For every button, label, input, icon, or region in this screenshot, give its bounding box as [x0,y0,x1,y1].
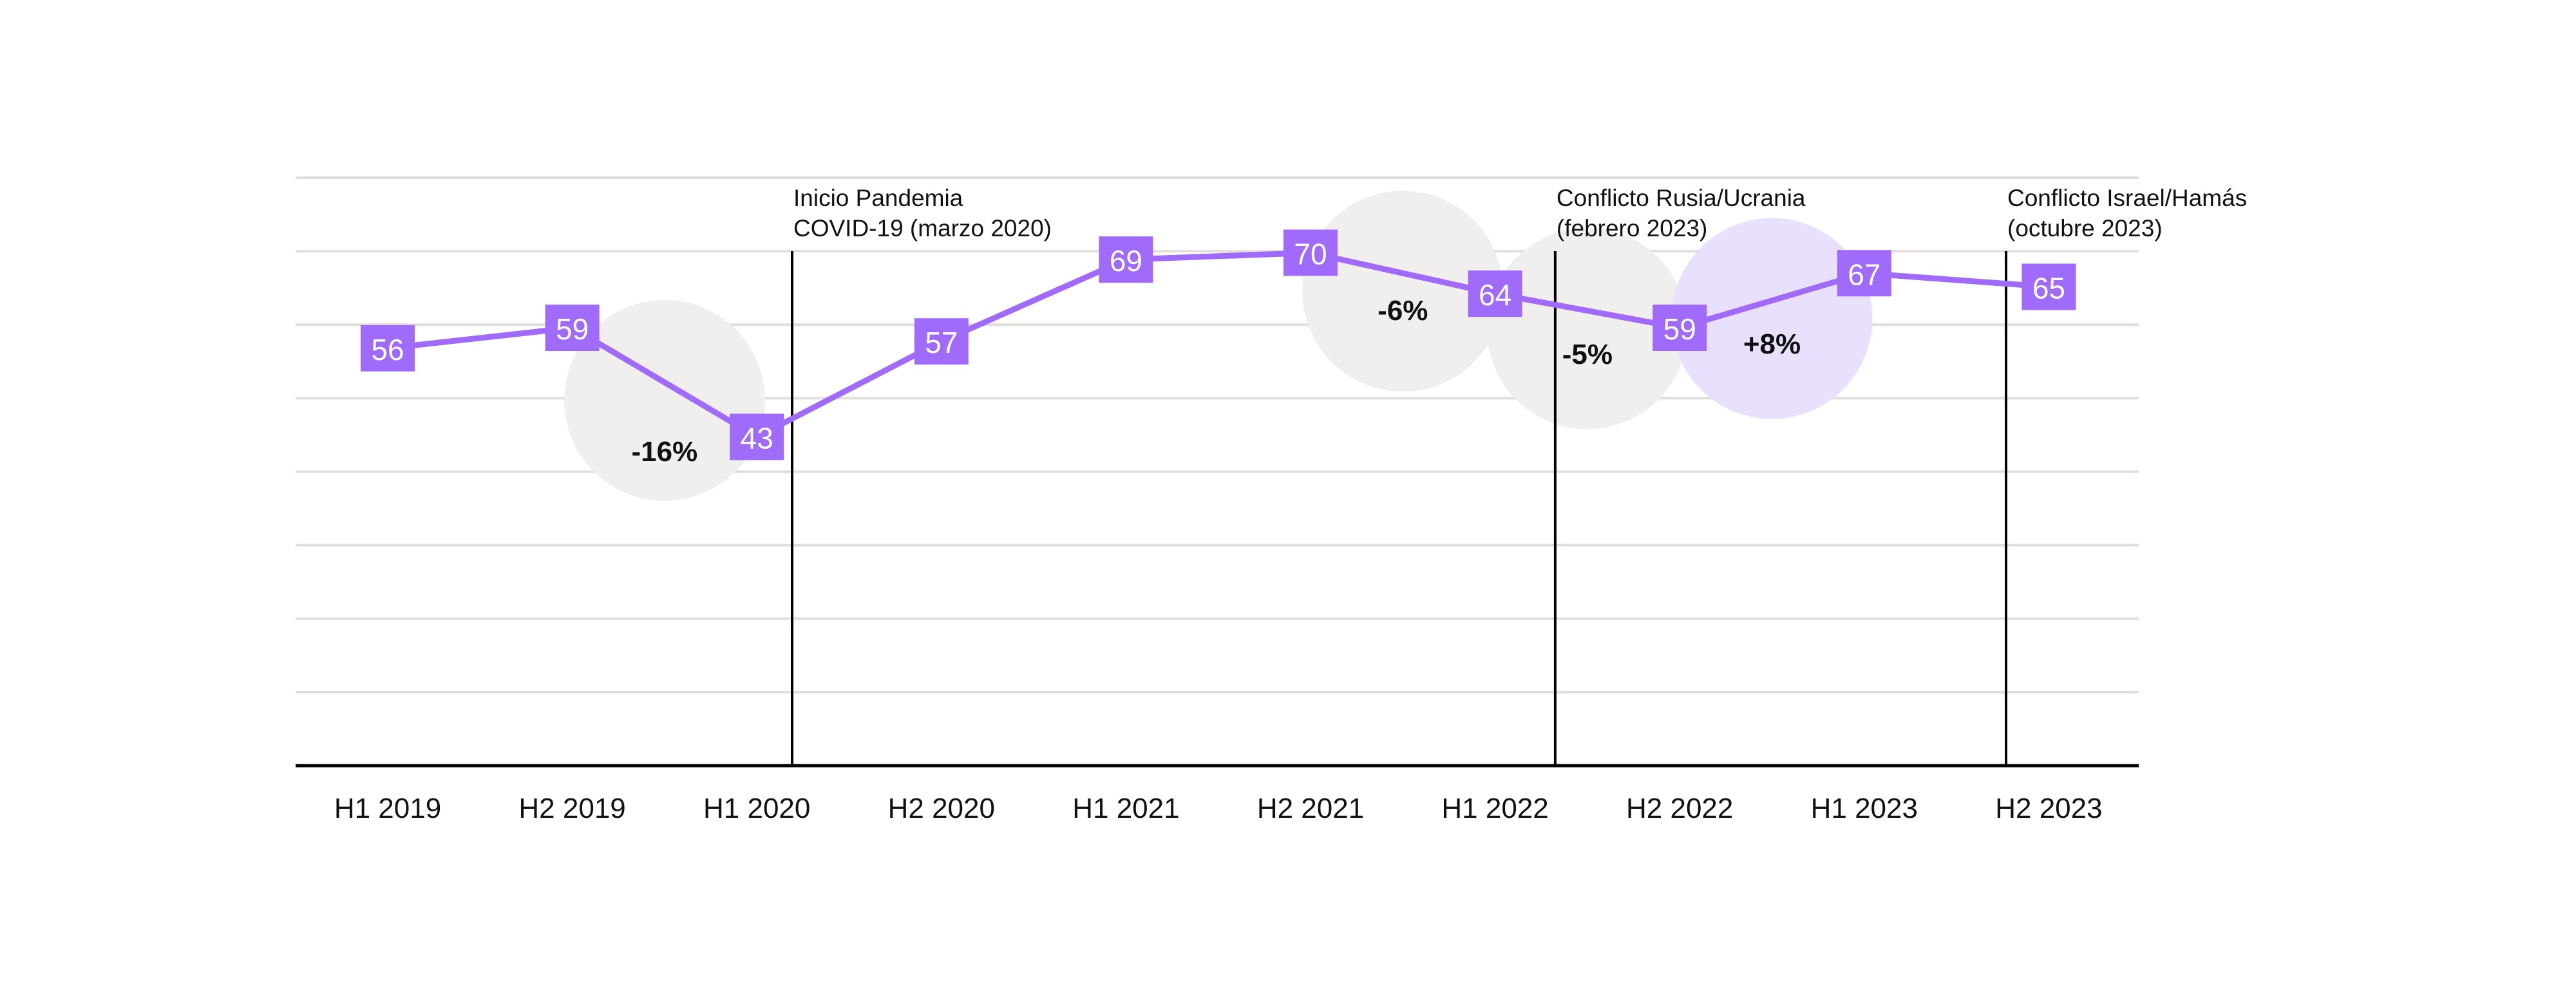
event-label-line2: (febrero 2023) [1557,215,1707,241]
data-label: 69 [1110,244,1142,278]
x-tick-label: H2 2020 [888,793,995,824]
data-point-marker [1099,236,1153,283]
event-label-line1: Conflicto Israel/Hamás [2007,185,2247,211]
x-tick-label: H2 2019 [518,793,625,824]
event-label-line1: Inicio Pandemia [793,185,963,211]
data-point-marker [914,318,969,365]
data-label: 65 [2032,271,2065,305]
data-point-marker [1283,229,1338,276]
change-bubble [1302,191,1504,392]
x-tick-label: H1 2022 [1441,793,1548,824]
data-label: 59 [1663,312,1696,346]
x-tick-label: H1 2021 [1072,793,1179,824]
data-point-marker [1468,270,1522,317]
x-tick-label: H2 2022 [1626,793,1733,824]
change-label: -16% [632,436,698,467]
series-line [387,249,2049,440]
x-tick-label: H2 2023 [1995,793,2102,824]
change-bubble [1486,228,1688,430]
event-label-line2: COVID-19 (marzo 2020) [793,215,1052,241]
data-labels: -16% -6% -5% +8% 56 59 43 57 69 70 64 59 67 65 [361,229,2076,467]
data-point-marker [2022,263,2076,310]
data-label: 56 [371,333,404,366]
x-tick-label: H2 2021 [1257,793,1364,824]
x-axis: H1 2019 H2 2019 H1 2020 H2 2020 H1 2021 H2 20… [296,764,2139,824]
data-label: 64 [1479,278,1511,312]
change-label: -6% [1378,295,1428,326]
data-label: 43 [741,421,773,455]
x-tick-label: H1 2020 [703,793,810,824]
event-label-line1: Conflicto Rusia/Ucrania [1557,185,1806,211]
data-label: 70 [1294,238,1327,271]
data-label: 67 [1848,258,1880,291]
x-tick-label: H1 2019 [334,793,441,824]
data-label: 59 [556,312,589,346]
data-point-marker [361,325,415,372]
data-point-marker [730,413,784,460]
data-point-marker [545,305,600,352]
change-label: -5% [1562,339,1613,370]
data-point-marker [1837,250,1891,297]
series [387,249,2049,440]
change-bubble [1671,218,1873,419]
data-point-marker [1653,305,1707,352]
event-label-line2: (octubre 2023) [2007,215,2163,241]
change-label: +8% [1743,328,1801,360]
x-tick-label: H1 2023 [1811,793,1918,824]
data-label: 57 [925,326,958,359]
